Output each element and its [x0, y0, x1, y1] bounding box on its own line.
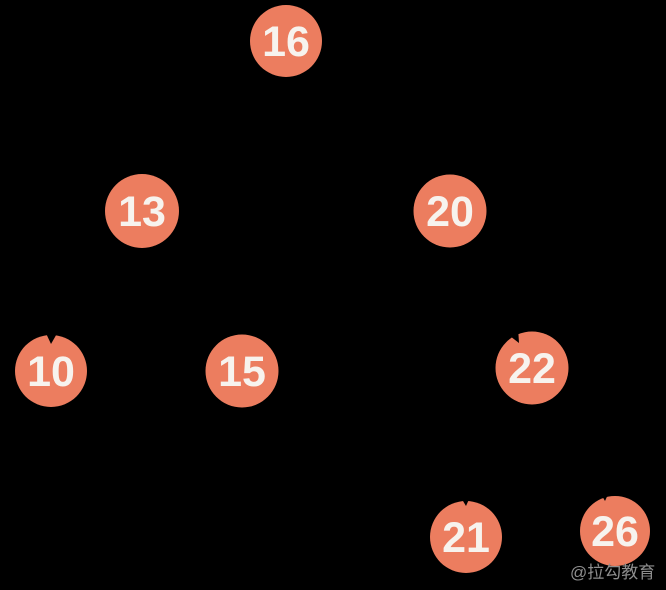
node-value-16: 16: [262, 18, 310, 66]
watermark-text: @拉勾教育: [570, 563, 655, 582]
node-value-20: 20: [426, 188, 474, 236]
node-circle-22: [495, 331, 569, 405]
node-circle-15: [205, 334, 279, 408]
node-circle-10: [15, 335, 87, 407]
arrowhead-into-26-icon: [598, 489, 610, 501]
arrowhead-into-10-icon: [44, 329, 59, 344]
node-value-13: 13: [118, 188, 166, 236]
node-circle-26: [580, 496, 650, 566]
tree-node-21: 21: [430, 501, 502, 573]
tree-nodes: 16 13 20 10 15 22: [15, 5, 650, 573]
tree-node-15: 15: [205, 334, 279, 408]
node-value-22: 22: [508, 345, 556, 393]
arrowhead-into-22-icon: [506, 327, 519, 343]
tree-node-16: 16: [250, 5, 322, 77]
node-value-21: 21: [442, 514, 490, 562]
node-value-26: 26: [591, 508, 639, 556]
edge-arrowheads: [44, 327, 610, 506]
edge-16-13: [141, 40, 287, 212]
tree-node-10: 10: [15, 335, 87, 407]
tree-node-26: 26: [580, 496, 650, 566]
node-value-10: 10: [27, 348, 75, 396]
node-circle-21: [430, 501, 502, 573]
tree-node-13: 13: [105, 174, 179, 248]
node-circle-20: [413, 174, 487, 248]
tree-node-22: 22: [495, 331, 569, 405]
tree-node-20: 20: [413, 174, 487, 248]
edge-16-20: [285, 40, 451, 212]
node-circle-16: [250, 5, 322, 77]
node-circle-13: [105, 174, 179, 248]
tree-edges: [50, 40, 616, 538]
node-value-15: 15: [218, 348, 266, 396]
arrowhead-into-21-icon: [460, 496, 470, 506]
